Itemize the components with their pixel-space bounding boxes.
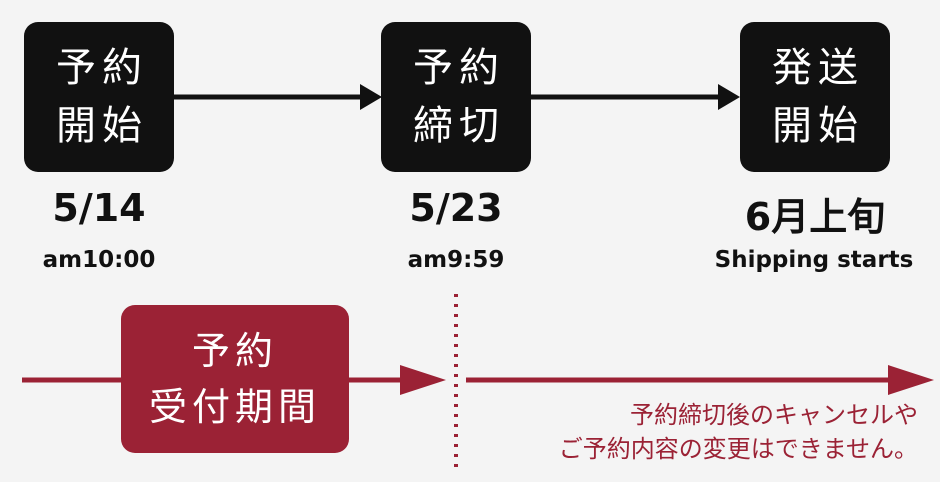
arrow-head-2 xyxy=(718,84,740,110)
step-time: am9:59 xyxy=(407,247,505,273)
step-box-line2: 開始 xyxy=(772,103,864,149)
step-date: 5/14 xyxy=(52,186,146,230)
step-time: Shipping starts xyxy=(714,247,914,273)
arrow-head-1 xyxy=(360,84,382,110)
step-box-line2: 開始 xyxy=(56,103,148,149)
arrow-head-period xyxy=(400,365,446,395)
step-box-shipping-start: 発送 開始 xyxy=(740,22,890,172)
step-box-line2: 締切 xyxy=(413,103,505,149)
step-date: 5/23 xyxy=(409,186,503,230)
step-time: am10:00 xyxy=(42,247,156,273)
note-line1: 予約締切後のキャンセルや xyxy=(630,401,918,429)
note-line2: ご予約内容の変更はできません。 xyxy=(558,435,918,463)
step-box-line1: 予約 xyxy=(413,45,505,91)
period-line2: 受付期間 xyxy=(148,385,321,429)
cancellation-note: 予約締切後のキャンセルや ご予約内容の変更はできません。 xyxy=(559,398,918,466)
arrow-head-after xyxy=(888,365,934,395)
reservation-period-box: 予約 受付期間 xyxy=(121,305,349,453)
step-box-line1: 予約 xyxy=(56,45,148,91)
period-line1: 予約 xyxy=(191,329,278,373)
step-box-line1: 発送 xyxy=(772,45,864,91)
step-box-reservation-start: 予約 開始 xyxy=(24,22,174,172)
step-date: 6月上旬 xyxy=(744,195,886,239)
step-box-reservation-deadline: 予約 締切 xyxy=(381,22,531,172)
